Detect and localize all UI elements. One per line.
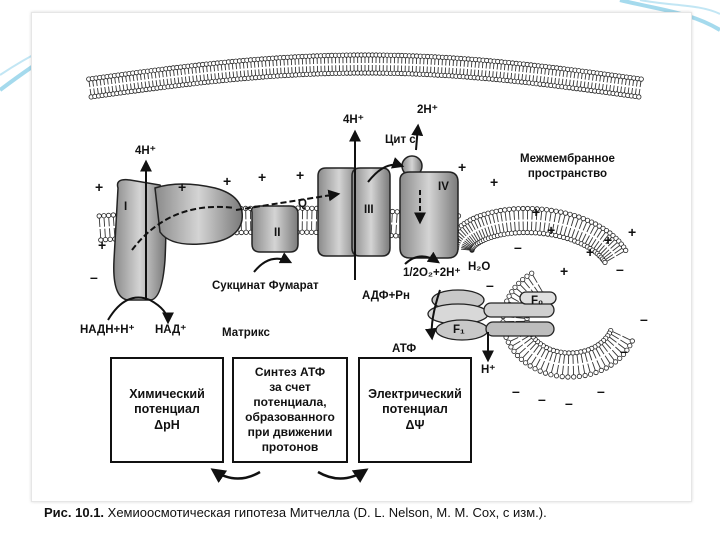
minus-sign: – <box>90 269 98 285</box>
plus-sign: + <box>604 232 613 248</box>
plus-sign: + <box>223 173 232 189</box>
plus-sign: + <box>547 222 556 238</box>
label-4h-left: 4H⁺ <box>135 145 156 157</box>
electric-potential-box: Электрический потенциал ΔΨ <box>358 357 472 463</box>
label-4h-mid: 4H⁺ <box>343 114 364 126</box>
label-complex-iii: III <box>364 204 374 216</box>
figure-caption: Рис. 10.1. Хемиоосмотическая гипотеза Ми… <box>44 505 684 520</box>
chemical-potential-box: Химический потенциал ΔpH <box>110 357 224 463</box>
outer-membrane <box>86 52 644 100</box>
plus-sign: + <box>458 159 467 175</box>
atp-synthase <box>427 289 557 341</box>
label-matrix: Матрикс <box>222 327 270 339</box>
label-cyt-c: Цит с <box>385 134 416 146</box>
minus-sign: – <box>565 395 573 411</box>
plus-sign: + <box>95 179 104 195</box>
caption-text: Хемиоосмотическая гипотеза Митчелла (D. … <box>104 505 547 520</box>
complex-iv <box>399 171 459 259</box>
plus-sign: + <box>258 169 267 185</box>
atp-synthesis-box: Синтез АТФ за счет потенциала, образован… <box>232 357 348 463</box>
plus-sign: + <box>586 244 595 260</box>
plus-sign: + <box>532 204 541 220</box>
label-2h-top: 2H⁺ <box>417 104 438 116</box>
plus-sign: + <box>560 263 569 279</box>
minus-sign: – <box>597 383 605 399</box>
label-succinate-fumarate: Сукцинат Фумарат <box>212 280 319 292</box>
plus-sign: + <box>628 224 637 240</box>
plus-sign: + <box>98 237 107 253</box>
plus-sign: + <box>296 167 305 183</box>
label-oxygen-reaction: 1/2O₂+2H⁺ <box>403 267 461 279</box>
minus-sign: – <box>616 261 624 277</box>
label-q: Q <box>298 198 307 210</box>
label-nad: НАД⁺ <box>155 324 187 336</box>
label-nadh: НАДН+Н⁺ <box>80 324 135 336</box>
label-f1: F₁ <box>453 324 465 336</box>
label-water: H₂O <box>468 261 491 273</box>
label-adp: АДФ+Pн <box>362 290 410 302</box>
label-complex-ii: II <box>274 227 281 239</box>
plus-sign: + <box>490 174 499 190</box>
label-h-bottom: H⁺ <box>481 364 496 376</box>
label-intermembrane-space: Межмембранное пространство <box>520 153 615 180</box>
minus-sign: – <box>538 391 546 407</box>
label-complex-iv: IV <box>438 181 449 193</box>
label-complex-i: I <box>124 201 128 213</box>
minus-sign: – <box>620 343 628 359</box>
label-f0: F₀ <box>531 295 544 307</box>
minus-sign: – <box>512 383 520 399</box>
label-atp: АТФ <box>392 343 417 355</box>
minus-sign: – <box>486 277 494 293</box>
minus-sign: – <box>514 239 522 255</box>
box-arrows <box>210 468 369 484</box>
minus-sign: – <box>640 311 648 327</box>
caption-prefix: Рис. 10.1. <box>44 505 105 520</box>
arrows <box>107 123 494 363</box>
plus-sign: + <box>178 179 187 195</box>
